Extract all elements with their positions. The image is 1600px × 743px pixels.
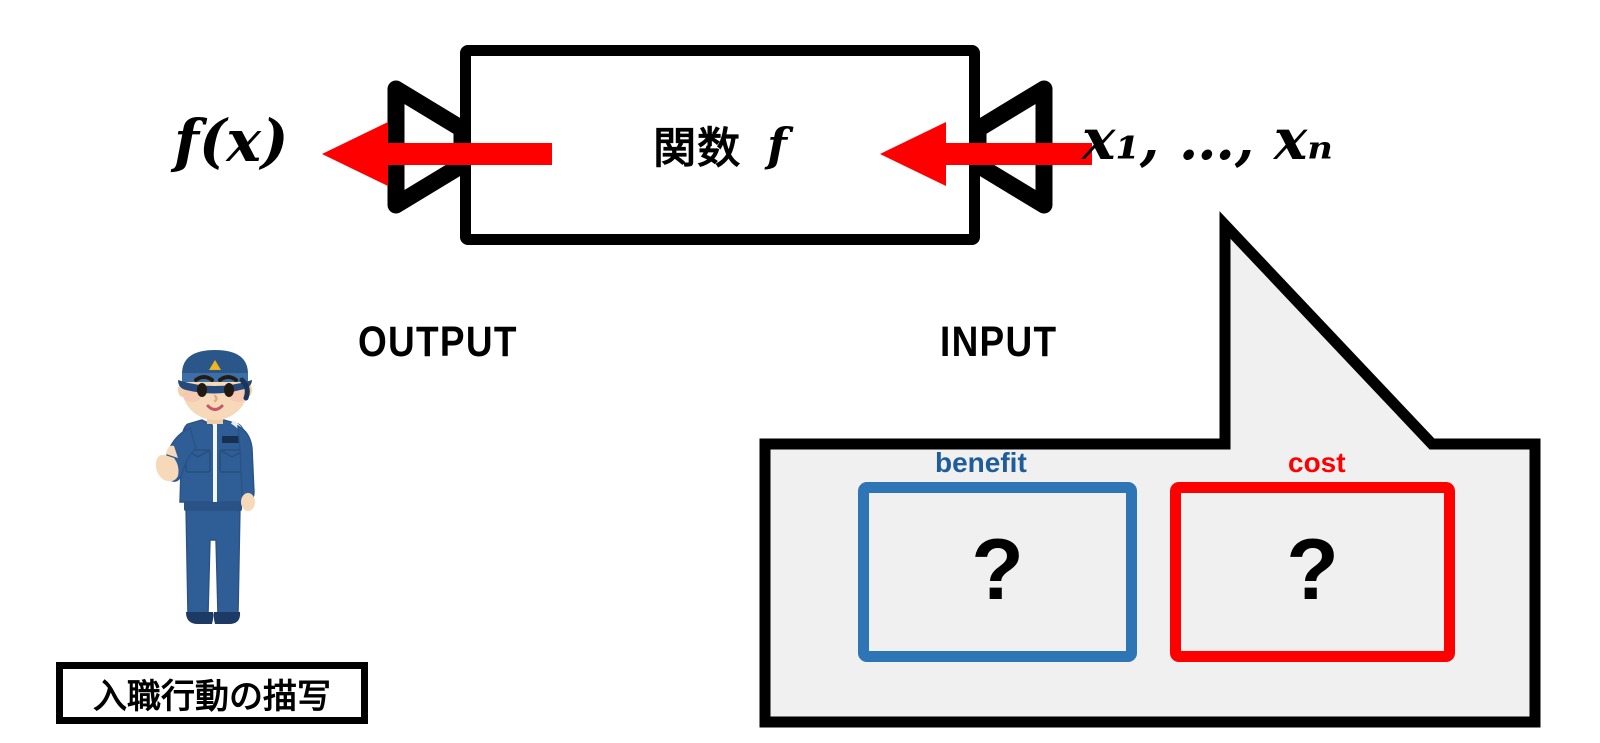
function-japanese-label: 関数 [653, 124, 742, 174]
output-caption: OUTPUT [358, 318, 518, 366]
caption-tag-box: 入職行動の描写 [56, 662, 368, 724]
benefit-label: benefit [935, 447, 1027, 478]
input-callout-panel [759, 211, 1541, 728]
cost-question-mark: ? [1286, 522, 1339, 618]
benefit-question-box[interactable]: ? [858, 482, 1137, 662]
callout-shape [759, 211, 1541, 728]
saluting-officer-icon [155, 350, 255, 624]
cost-label: cost [1288, 447, 1346, 478]
benefit-question-mark: ? [971, 522, 1024, 618]
input-arrow-icon [880, 122, 1092, 186]
caption-tag-text: 入職行動の描写 [93, 676, 331, 717]
output-arrow-icon [322, 122, 552, 186]
function-box-label: 関数 f [460, 45, 980, 245]
function-symbol: f [767, 118, 787, 172]
cost-question-box[interactable]: ? [1170, 482, 1455, 662]
input-caption: INPUT [940, 318, 1058, 366]
input-math-label: x₁, …, xₙ [1082, 112, 1333, 168]
input-math-expression: x₁, …, xₙ [1082, 107, 1333, 173]
output-math-label: f(x) [174, 107, 289, 175]
